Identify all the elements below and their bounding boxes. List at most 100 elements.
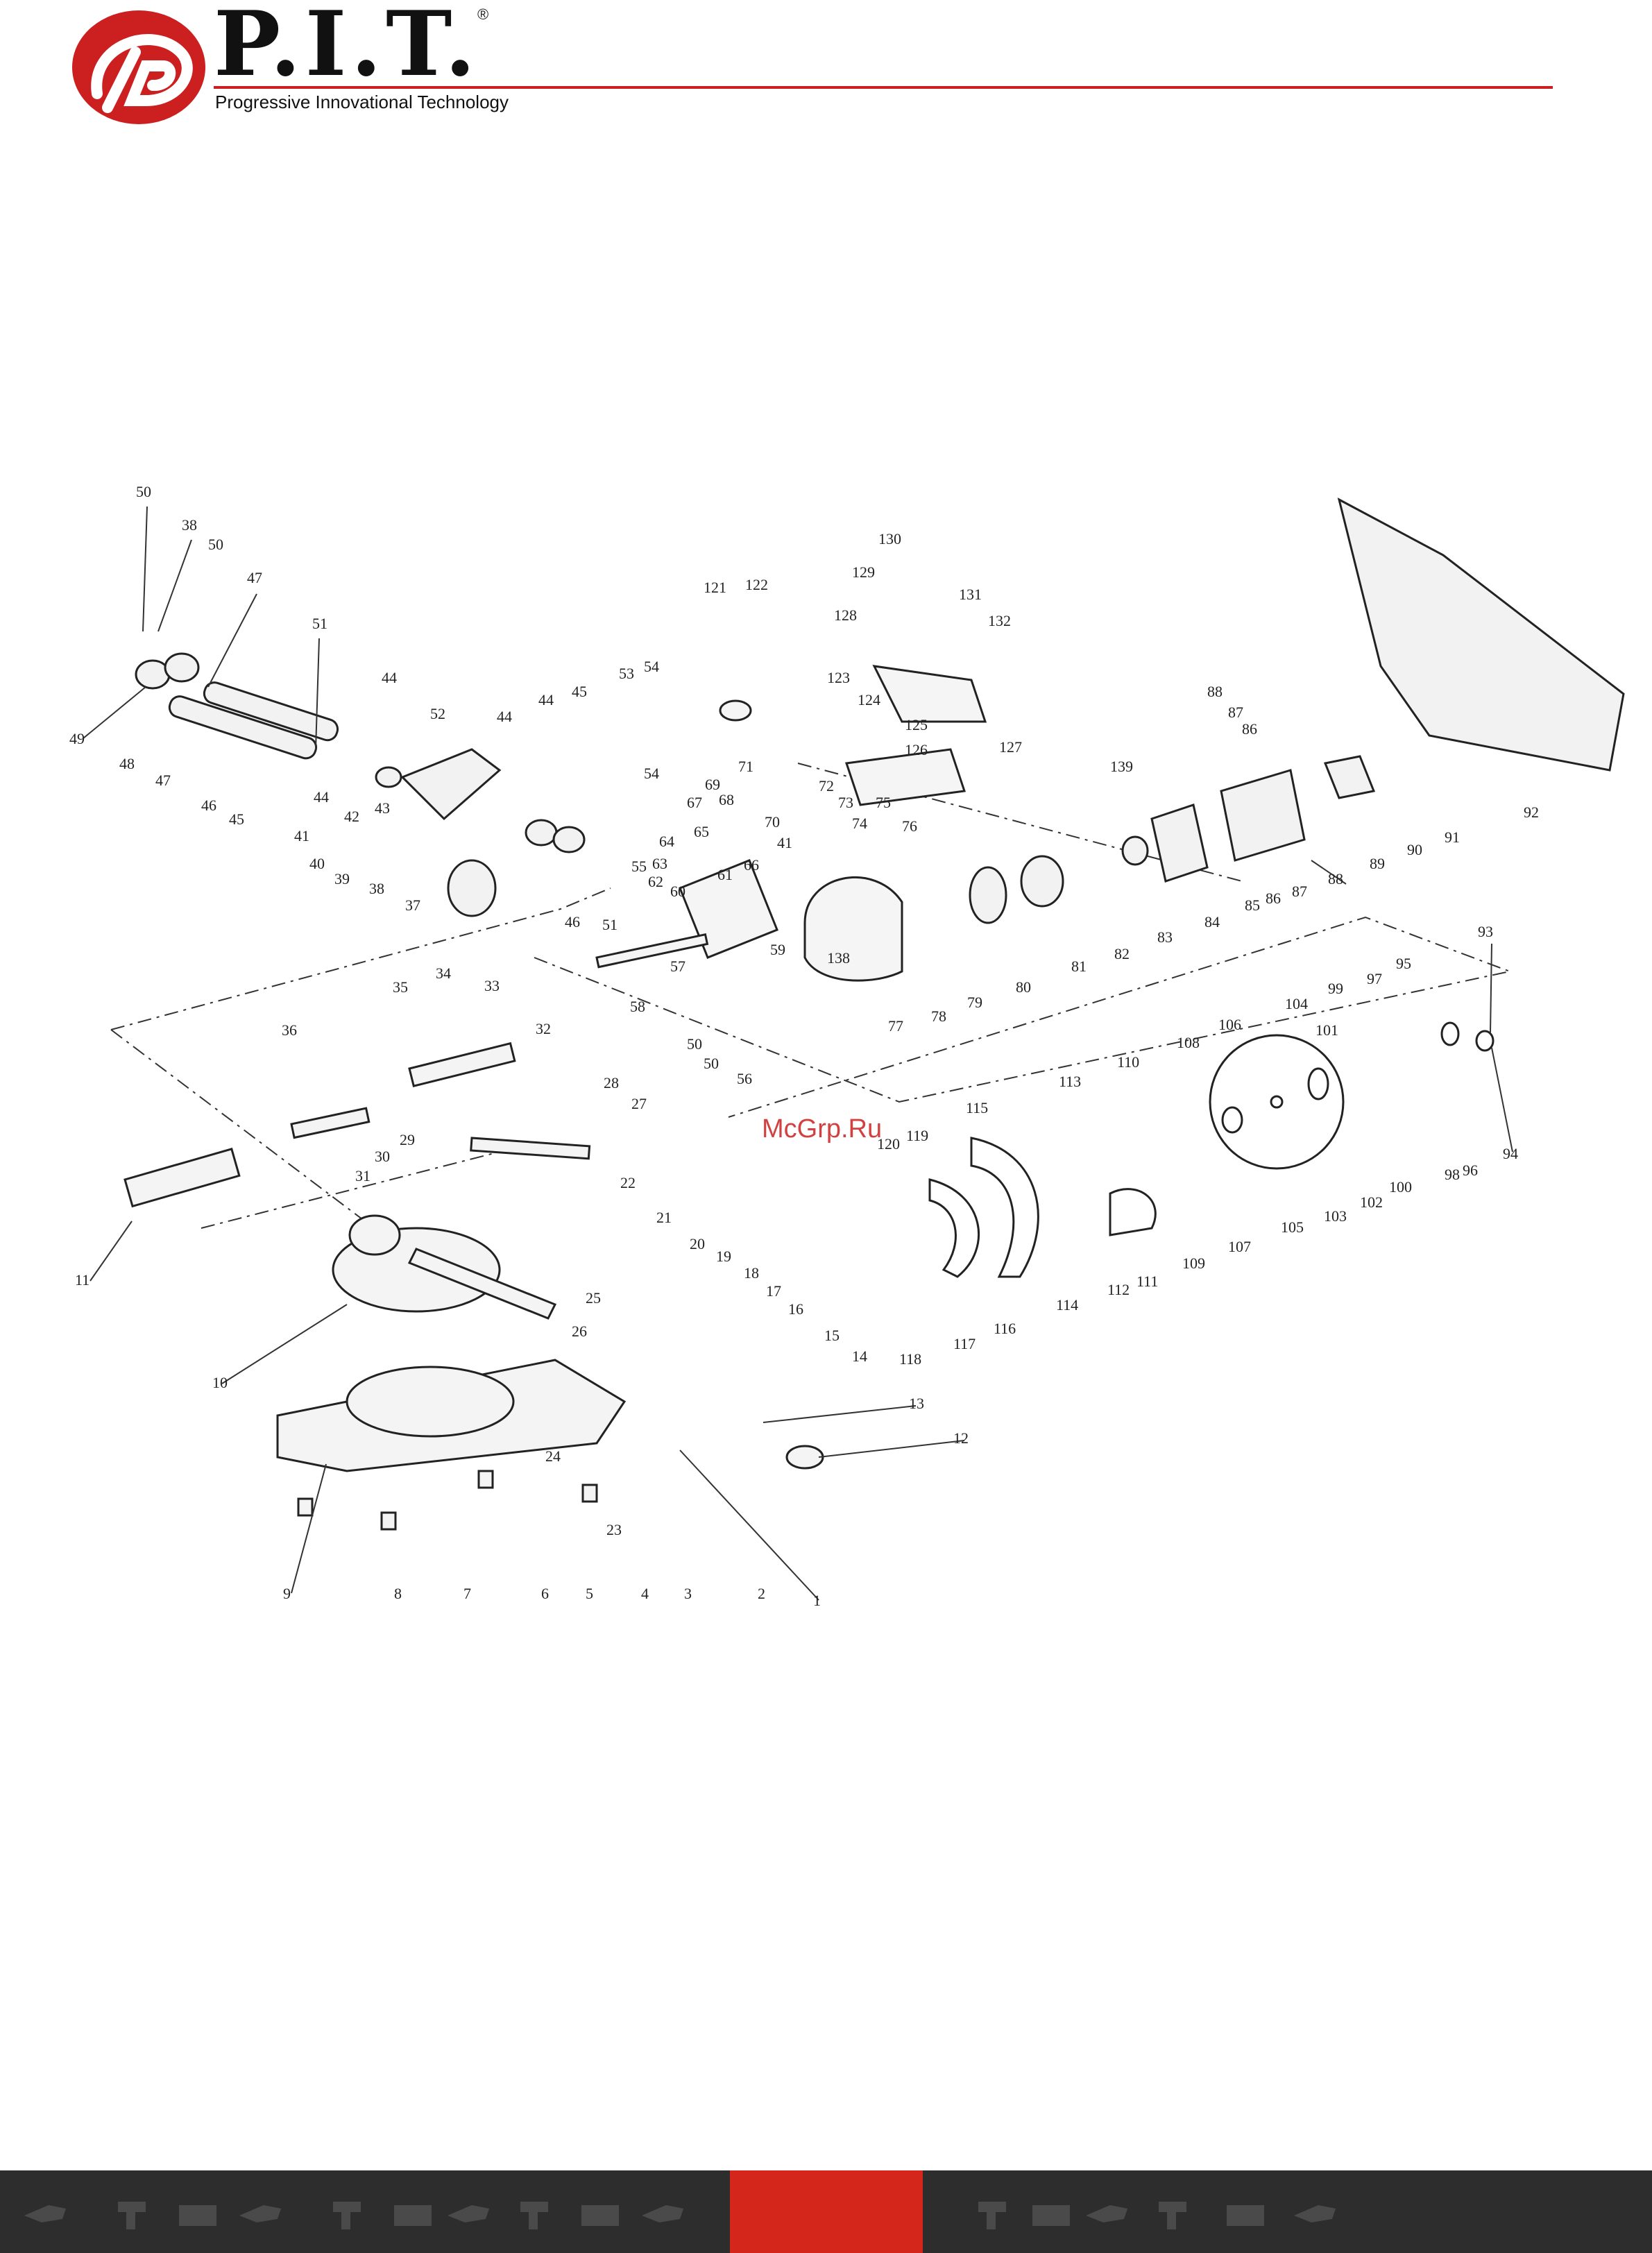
part-label-109: 109 (1182, 1255, 1205, 1272)
part-label-103: 103 (1324, 1207, 1347, 1225)
part-label-55: 55 (631, 858, 647, 875)
part-label-51: 51 (602, 916, 618, 933)
hammer-drill-icon (239, 2205, 281, 2222)
part-label-79: 79 (967, 994, 982, 1011)
part-label-114: 114 (1056, 1296, 1078, 1313)
part-label-50: 50 (136, 483, 151, 500)
part-label-87: 87 (1228, 704, 1243, 721)
part-label-88: 88 (1207, 683, 1223, 700)
part-label-47: 47 (247, 569, 262, 586)
part-label-82: 82 (1114, 945, 1130, 962)
part-label-15: 15 (824, 1327, 840, 1344)
part-label-108: 108 (1177, 1034, 1200, 1051)
part-label-3: 3 (684, 1585, 692, 1602)
part-label-95: 95 (1396, 955, 1411, 972)
part-label-106: 106 (1218, 1016, 1241, 1033)
part-label-50: 50 (704, 1055, 719, 1072)
part-label-40: 40 (309, 855, 325, 872)
part-label-127: 127 (999, 738, 1022, 756)
part-label-28: 28 (604, 1074, 619, 1091)
part-label-39: 39 (334, 870, 350, 887)
part-label-75: 75 (876, 794, 891, 811)
saw-icon (1086, 2205, 1127, 2222)
part-label-78: 78 (931, 1008, 946, 1025)
mixer-icon (978, 2202, 1006, 2229)
part-label-102: 102 (1360, 1193, 1383, 1211)
part-label-88: 88 (1328, 870, 1343, 887)
part-label-67: 67 (687, 794, 702, 811)
part-label-68: 68 (719, 791, 734, 808)
part-label-10: 10 (212, 1374, 228, 1391)
part-label-8: 8 (394, 1585, 402, 1602)
part-label-45: 45 (572, 683, 587, 700)
part-label-37: 37 (405, 896, 420, 914)
part-label-92: 92 (1524, 804, 1539, 821)
part-label-52: 52 (430, 705, 445, 722)
part-label-17: 17 (766, 1282, 781, 1300)
part-label-38: 38 (369, 880, 384, 897)
part-label-100: 100 (1389, 1178, 1412, 1196)
part-label-49: 49 (69, 730, 85, 747)
part-label-61: 61 (717, 866, 733, 883)
part-label-99: 99 (1328, 980, 1343, 997)
part-label-76: 76 (902, 817, 917, 835)
part-label-21: 21 (656, 1209, 672, 1226)
part-label-138: 138 (827, 949, 850, 967)
part-label-90: 90 (1407, 841, 1422, 858)
part-label-50: 50 (208, 536, 223, 553)
part-label-69: 69 (705, 776, 720, 793)
part-label-125: 125 (905, 716, 928, 733)
part-label-86: 86 (1266, 890, 1281, 907)
part-label-24: 24 (545, 1447, 561, 1465)
part-label-124: 124 (858, 691, 880, 708)
part-label-81: 81 (1071, 958, 1087, 975)
page-header: P.I.T. ® Progressive Innovational Techno… (0, 0, 1652, 139)
part-label-35: 35 (393, 978, 408, 996)
mixer-icon (333, 2202, 361, 2229)
part-label-104: 104 (1285, 995, 1308, 1012)
part-label-96: 96 (1463, 1162, 1478, 1179)
part-label-73: 73 (838, 794, 853, 811)
generator-icon (179, 2205, 216, 2226)
part-label-32: 32 (536, 1020, 551, 1037)
drill-icon (118, 2202, 146, 2229)
part-label-26: 26 (572, 1323, 587, 1340)
part-label-47: 47 (155, 772, 171, 789)
part-label-44: 44 (314, 788, 329, 806)
part-label-2: 2 (758, 1585, 765, 1602)
part-label-98: 98 (1445, 1166, 1460, 1183)
case-icon (1032, 2205, 1070, 2226)
drill-icon (520, 2202, 548, 2229)
part-label-23: 23 (606, 1521, 622, 1538)
part-label-101: 101 (1315, 1021, 1338, 1039)
part-label-33: 33 (484, 977, 500, 994)
part-label-22: 22 (620, 1174, 636, 1191)
pit-logo-icon (72, 10, 205, 124)
part-label-58: 58 (630, 998, 645, 1015)
part-label-105: 105 (1281, 1218, 1304, 1236)
part-label-38: 38 (182, 516, 197, 534)
part-label-80: 80 (1016, 978, 1031, 996)
blade-guard-assembly (595, 665, 987, 982)
part-label-60: 60 (670, 883, 686, 900)
part-label-44: 44 (382, 669, 397, 686)
part-label-41: 41 (294, 827, 309, 844)
part-label-4: 4 (641, 1585, 649, 1602)
part-label-89: 89 (1370, 855, 1385, 872)
part-label-44: 44 (538, 691, 554, 708)
part-label-25: 25 (586, 1289, 601, 1307)
part-label-59: 59 (770, 941, 785, 958)
part-label-42: 42 (344, 808, 359, 825)
watermark: McGrp.Ru (762, 1114, 883, 1143)
part-label-120: 120 (877, 1135, 900, 1153)
part-label-56: 56 (737, 1070, 752, 1087)
motor-assembly (969, 498, 1625, 924)
base-assembly (124, 1042, 824, 1531)
part-label-123: 123 (827, 669, 850, 686)
part-label-29: 29 (400, 1131, 415, 1148)
part-label-48: 48 (119, 755, 135, 772)
part-label-111: 111 (1136, 1273, 1158, 1290)
part-label-6: 6 (541, 1585, 549, 1602)
